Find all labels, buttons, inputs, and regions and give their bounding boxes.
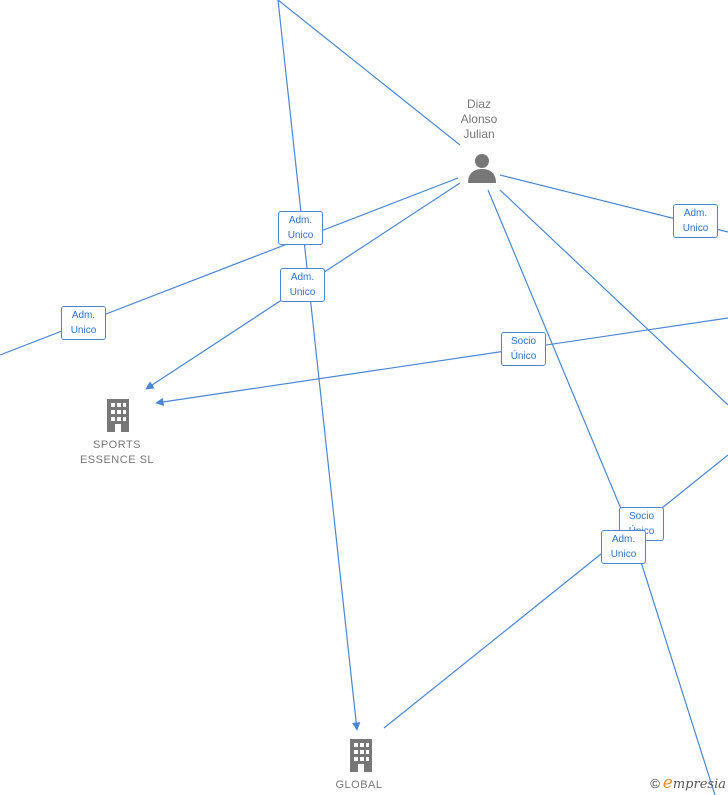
person-name-label: Diaz Alonso Julian [460, 97, 498, 141]
company-name-label: SPORTS ESSENCE SL [79, 439, 155, 466]
edge-label-adm-unico[interactable]: Adm. Unico [280, 268, 325, 302]
edge-label-adm-unico[interactable]: Adm. Unico [601, 530, 646, 564]
edge-line [487, 189, 635, 541]
edge-label-socio-unico[interactable]: Socio Único [501, 332, 546, 366]
copyright-icon: © [650, 775, 660, 791]
edge-line [277, 0, 361, 731]
edge-line [499, 189, 728, 406]
building-icon[interactable] [103, 397, 133, 433]
logo-letter: e [662, 773, 673, 793]
edge-line [155, 317, 728, 407]
edge-line [383, 549, 607, 729]
logo-text: mpresia [672, 777, 726, 792]
edge-line [661, 454, 728, 509]
edge-label-adm-unico[interactable]: Adm. Unico [278, 211, 323, 245]
company-name-label: GLOBAL [335, 779, 383, 791]
building-icon[interactable] [346, 737, 376, 773]
brand-logo: © empresia [650, 773, 726, 793]
edge-line [633, 539, 716, 795]
edge-label-adm-unico[interactable]: Adm. Unico [61, 306, 106, 340]
edge-line [277, 0, 461, 146]
person-icon[interactable] [467, 152, 497, 184]
edge-label-adm-unico[interactable]: Adm. Unico [673, 204, 718, 238]
